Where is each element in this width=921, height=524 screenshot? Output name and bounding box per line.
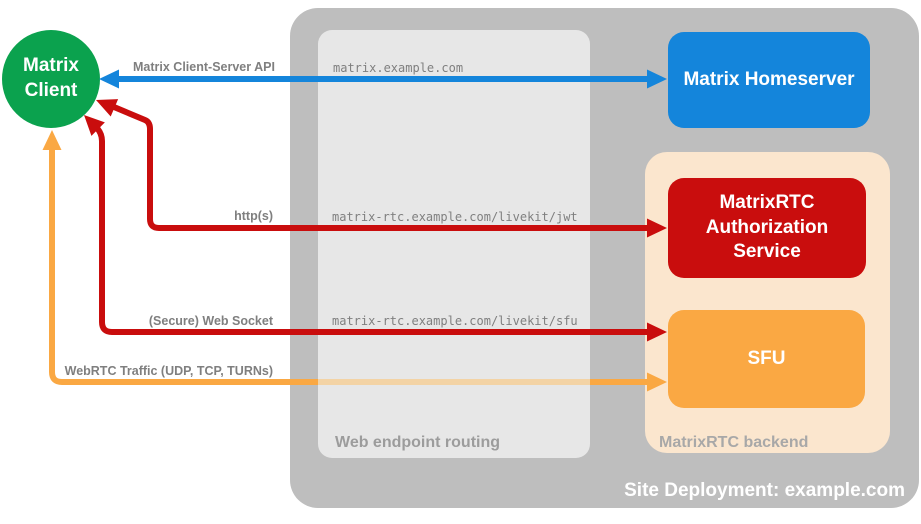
client-server-api-label: Matrix Client-Server API [133, 60, 275, 74]
sfu-endpoint-label: matrix-rtc.example.com/livekit/sfu [332, 314, 578, 328]
https-label: http(s) [234, 209, 273, 223]
matrix-homeserver-label: Matrix Homeserver [683, 68, 855, 90]
arrowhead-client-icon [42, 130, 62, 150]
site-deployment-caption: Site Deployment: example.com [624, 480, 905, 501]
web-socket-label: (Secure) Web Socket [148, 314, 273, 328]
sfu-node: SFU [668, 310, 865, 408]
arrowhead-left-icon [99, 69, 119, 89]
sfu-label: SFU [747, 347, 786, 369]
matrixrtc-authorization-service-node: MatrixRTC Authorization Service [668, 178, 866, 278]
homeserver-endpoint-label: matrix.example.com [333, 61, 464, 75]
matrix-client-label: Matrix Client [23, 55, 79, 101]
webrtc-traffic-label: WebRTC Traffic (UDP, TCP, TURNs) [64, 364, 273, 378]
web-endpoint-routing-caption: Web endpoint routing [335, 434, 501, 451]
matrix-client-node: Matrix Client [2, 30, 100, 128]
web-endpoint-routing-panel [318, 30, 590, 458]
jwt-endpoint-label: matrix-rtc.example.com/livekit/jwt [332, 210, 578, 224]
matrixrtc-backend-caption: MatrixRTC backend [659, 434, 809, 451]
auth-service-label: MatrixRTC Authorization Service [705, 191, 829, 263]
matrix-homeserver-node: Matrix Homeserver [668, 32, 870, 128]
